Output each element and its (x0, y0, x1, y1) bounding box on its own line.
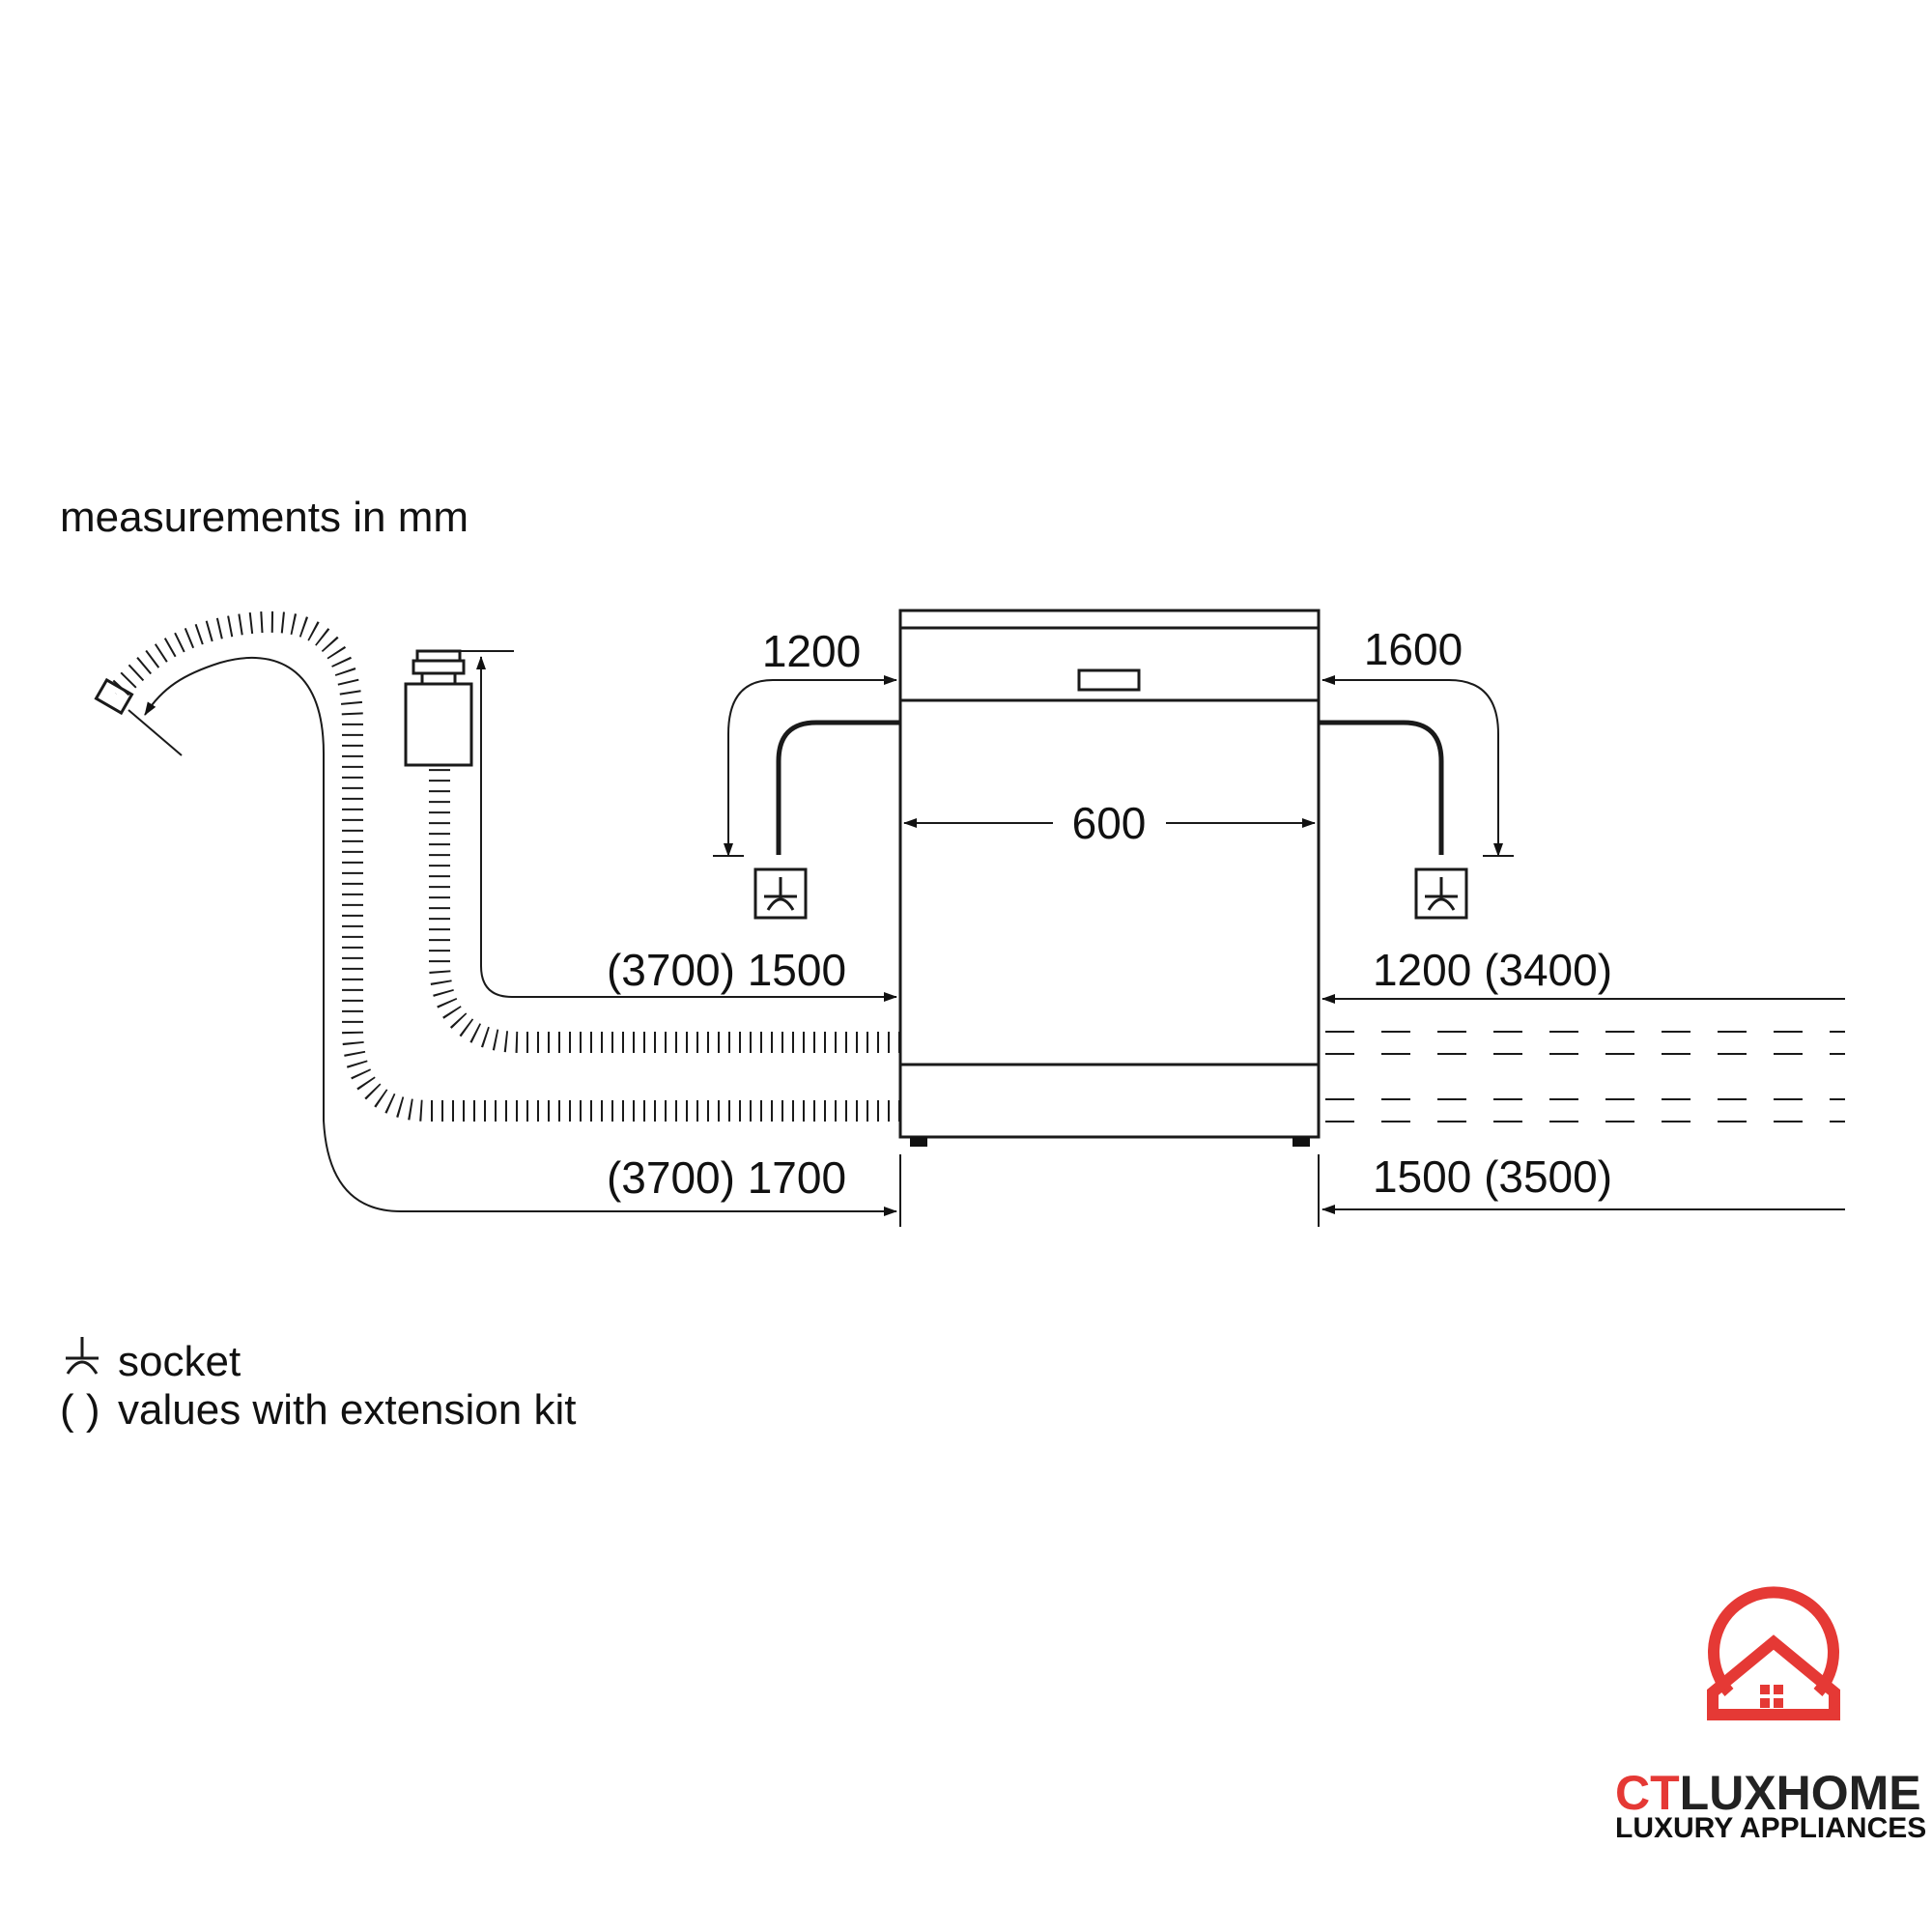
foot-left (910, 1137, 927, 1147)
right-dashed-extension (1325, 1031, 1845, 1122)
left-hose-lower-dimension: (3700) 1700 (144, 656, 901, 1227)
socket-icon (764, 877, 797, 911)
width-dimension: 600 (903, 798, 1316, 848)
dishwasher-body (898, 609, 1321, 1147)
svg-text:1200 (3400): 1200 (3400) (1373, 945, 1612, 995)
legend-extension-label: values with extension kit (118, 1386, 576, 1434)
units-note: measurements in mm (60, 494, 469, 541)
inlet-valve (404, 649, 473, 767)
inlet-hose (429, 765, 900, 1053)
svg-text:1500 (3500): 1500 (3500) (1373, 1151, 1612, 1202)
brand-name-part2: LUXHOME (1680, 1766, 1921, 1820)
svg-text:600: 600 (1072, 798, 1147, 848)
svg-text:CTLUXHOME: CTLUXHOME (1615, 1766, 1921, 1820)
socket-icon (66, 1337, 99, 1375)
left-power-cable (753, 720, 900, 920)
svg-text:(3700) 1500: (3700) 1500 (607, 945, 846, 995)
brand-name-part1: CT (1615, 1766, 1680, 1820)
brand-logo: CTLUXHOME LUXURY APPLIANCES (1615, 1586, 1926, 1844)
legend-socket-label: socket (118, 1338, 241, 1385)
right-power-cable (1319, 720, 1468, 920)
socket-icon (1425, 877, 1458, 911)
foot-right (1293, 1137, 1310, 1147)
right-upper-dimension: 1600 (1321, 624, 1514, 857)
svg-text:1200: 1200 (762, 626, 861, 676)
right-lower-side-dimension: 1500 (3500) (1318, 1151, 1845, 1227)
svg-text:(3700) 1700: (3700) 1700 (607, 1152, 846, 1203)
right-upper-side-dimension: 1200 (3400) (1321, 945, 1845, 1004)
control-panel-display (1077, 668, 1141, 692)
legend: socket ( ) values with extension kit (60, 1337, 576, 1434)
brand-tagline: LUXURY APPLIANCES (1615, 1812, 1926, 1844)
house-logo-icon (1707, 1586, 1840, 1720)
left-hose-upper-dimension: (3700) 1500 (459, 650, 897, 1002)
legend-parens-symbol: ( ) (60, 1386, 100, 1434)
left-upper-dimension: 1200 (713, 626, 897, 857)
svg-text:1600: 1600 (1364, 624, 1463, 674)
drain-hose (94, 611, 900, 1122)
